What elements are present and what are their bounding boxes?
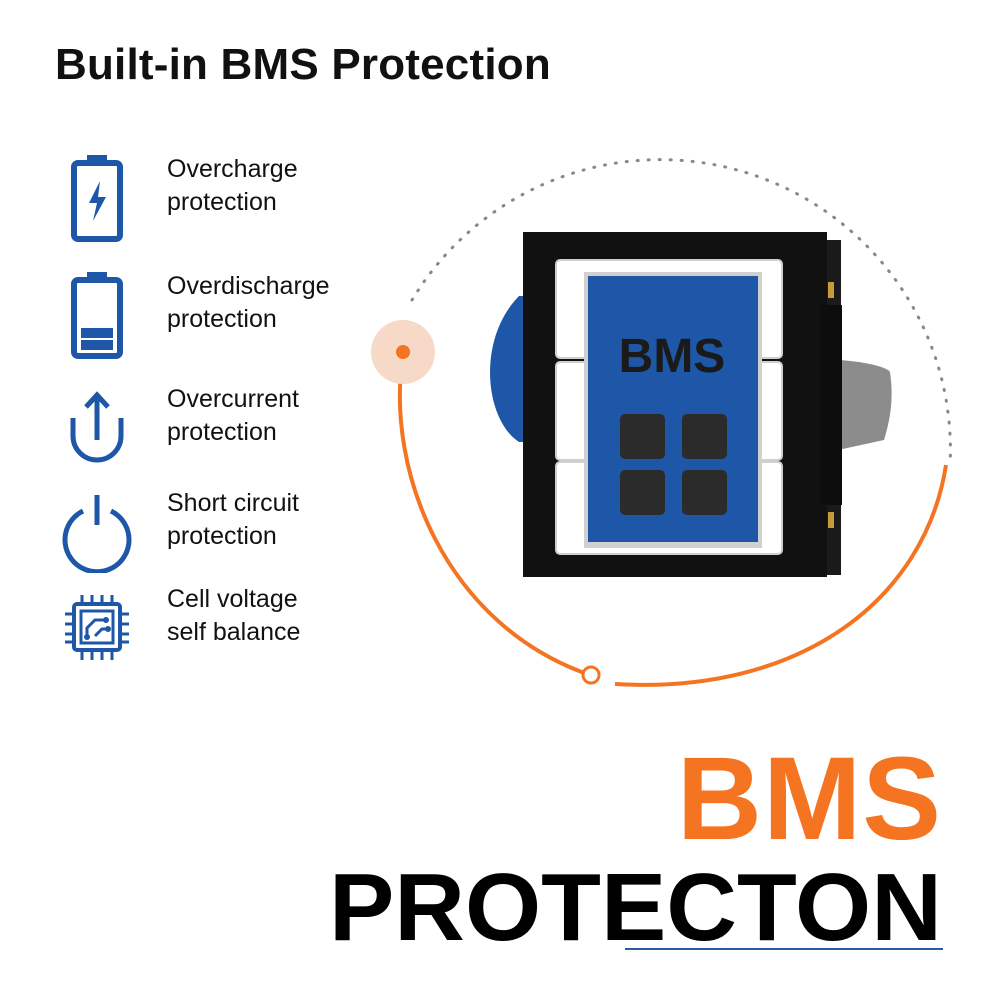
orbit-end-ring bbox=[581, 665, 601, 685]
blue-backdrop bbox=[490, 296, 530, 442]
module-label: BMS bbox=[619, 330, 726, 383]
page-title: Built-in BMS Protection bbox=[55, 40, 551, 89]
grey-backdrop bbox=[838, 360, 892, 450]
orange-orbit-right bbox=[614, 464, 948, 687]
orange-orbit bbox=[397, 354, 591, 677]
bms-module: BMS bbox=[523, 232, 842, 577]
power-icon bbox=[55, 487, 139, 577]
headline-bms: BMS bbox=[676, 733, 942, 865]
headline-protection: PROTECTON bbox=[329, 854, 942, 961]
dotted-orbit bbox=[410, 158, 952, 467]
orbit-start-dot bbox=[396, 345, 410, 359]
overcurrent-icon bbox=[55, 383, 139, 473]
headline-underline bbox=[625, 948, 943, 950]
chip-icon bbox=[55, 583, 139, 673]
battery-low-icon bbox=[55, 270, 139, 360]
battery-charging-icon bbox=[55, 153, 139, 243]
